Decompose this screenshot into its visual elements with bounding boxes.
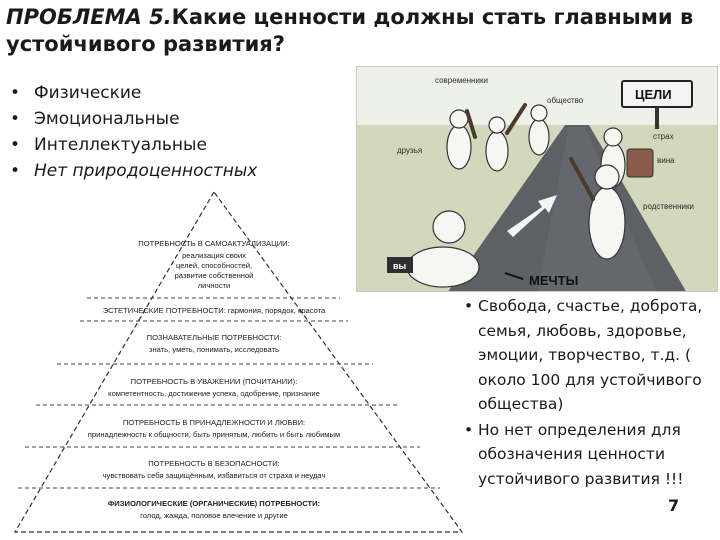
pyramid-level-desc: целей, способностей, [176, 261, 252, 270]
pyramid-level-desc: принадлежность к общности, быть принятым… [88, 430, 340, 439]
pyramid-level-desc: развитие собственной [175, 271, 254, 280]
cartoon-label-relatives: родственники [643, 202, 694, 211]
pyramid-level-title: ПОТРЕБНОСТЬ В САМОАКТУАЛИЗАЦИИ: [138, 239, 290, 248]
cartoon-label-guilt: вина [657, 156, 675, 165]
pyramid-level-title: ПОТРЕБНОСТЬ В УВАЖЕНИИ (ПОЧИТАНИИ): [131, 377, 298, 386]
slide-title: ПРОБЛЕМА 5.Какие ценности должны стать г… [6, 4, 706, 58]
pyramid-level-title: ПОТРЕБНОСТЬ В ПРИНАДЛЕЖНОСТИ И ЛЮБВИ: [123, 418, 305, 427]
cartoon-label-fear: страх [653, 132, 674, 141]
pyramid-level-desc: знать, уметь, понимать, исследовать [149, 345, 279, 354]
values-description: Свобода, счастье, доброта, семья, любовь… [462, 294, 718, 491]
pyramid-level-title: ФИЗИОЛОГИЧЕСКИЕ (ОРГАНИЧЕСКИЕ) ПОТРЕБНОС… [108, 499, 320, 508]
page-number: 7 [668, 496, 680, 515]
list-item: Интеллектуальные [8, 132, 338, 158]
list-item: Эмоциональные [8, 106, 338, 132]
no-definition-bullet: Но нет определения для обозначения ценно… [462, 418, 718, 492]
cartoon-label-friends: друзья [397, 146, 422, 155]
cartoon-illustration: современники общество друзья страх вина … [356, 66, 718, 292]
cartoon-label-contemporaries: современники [435, 76, 488, 85]
cartoon-label-society: общество [547, 96, 584, 105]
pyramid-level-title: ПОЗНАВАТЕЛЬНЫЕ ПОТРЕБНОСТИ: [147, 333, 282, 342]
pyramid-level-desc: личности [198, 281, 231, 290]
pyramid-level-title: ПОТРЕБНОСТЬ В БЕЗОПАСНОСТИ: [148, 459, 280, 468]
pyramid-diagram: ПОТРЕБНОСТЬ В САМОАКТУАЛИЗАЦИИ: реализац… [13, 190, 464, 533]
cartoon-label-goals: ЦЕЛИ [635, 87, 672, 102]
pyramid-level-title: ЭСТЕТИЧЕСКИЕ ПОТРЕБНОСТИ: гармония, поря… [103, 306, 326, 315]
maslow-pyramid: ПОТРЕБНОСТЬ В САМОАКТУАЛИЗАЦИИ: реализац… [0, 188, 468, 540]
pyramid-level-desc: реализация своих [182, 251, 246, 260]
values-type-list: Физические Эмоциональные Интеллектуальны… [8, 80, 338, 184]
values-bullet: Свобода, счастье, доброта, семья, любовь… [462, 294, 718, 417]
pyramid-level-desc: чувствовать себя защищённым, избавиться … [103, 471, 326, 480]
list-item: Физические [8, 80, 338, 106]
cartoon-label-dreams: МЕЧТЫ [529, 273, 578, 288]
slide-title-text: Какие ценности должны стать главными в у… [6, 5, 694, 56]
list-item: Нет природоценностных [8, 158, 338, 184]
pyramid-level-desc: голод, жажда, половое влечение и другие [140, 511, 288, 520]
pyramid-level-desc: компетентность, достижение успеха, одобр… [108, 389, 320, 398]
cartoon-label-you: вы [393, 261, 407, 271]
cartoon-drawing: современники общество друзья страх вина … [357, 67, 717, 291]
slide-title-lead: ПРОБЛЕМА 5. [6, 5, 172, 29]
